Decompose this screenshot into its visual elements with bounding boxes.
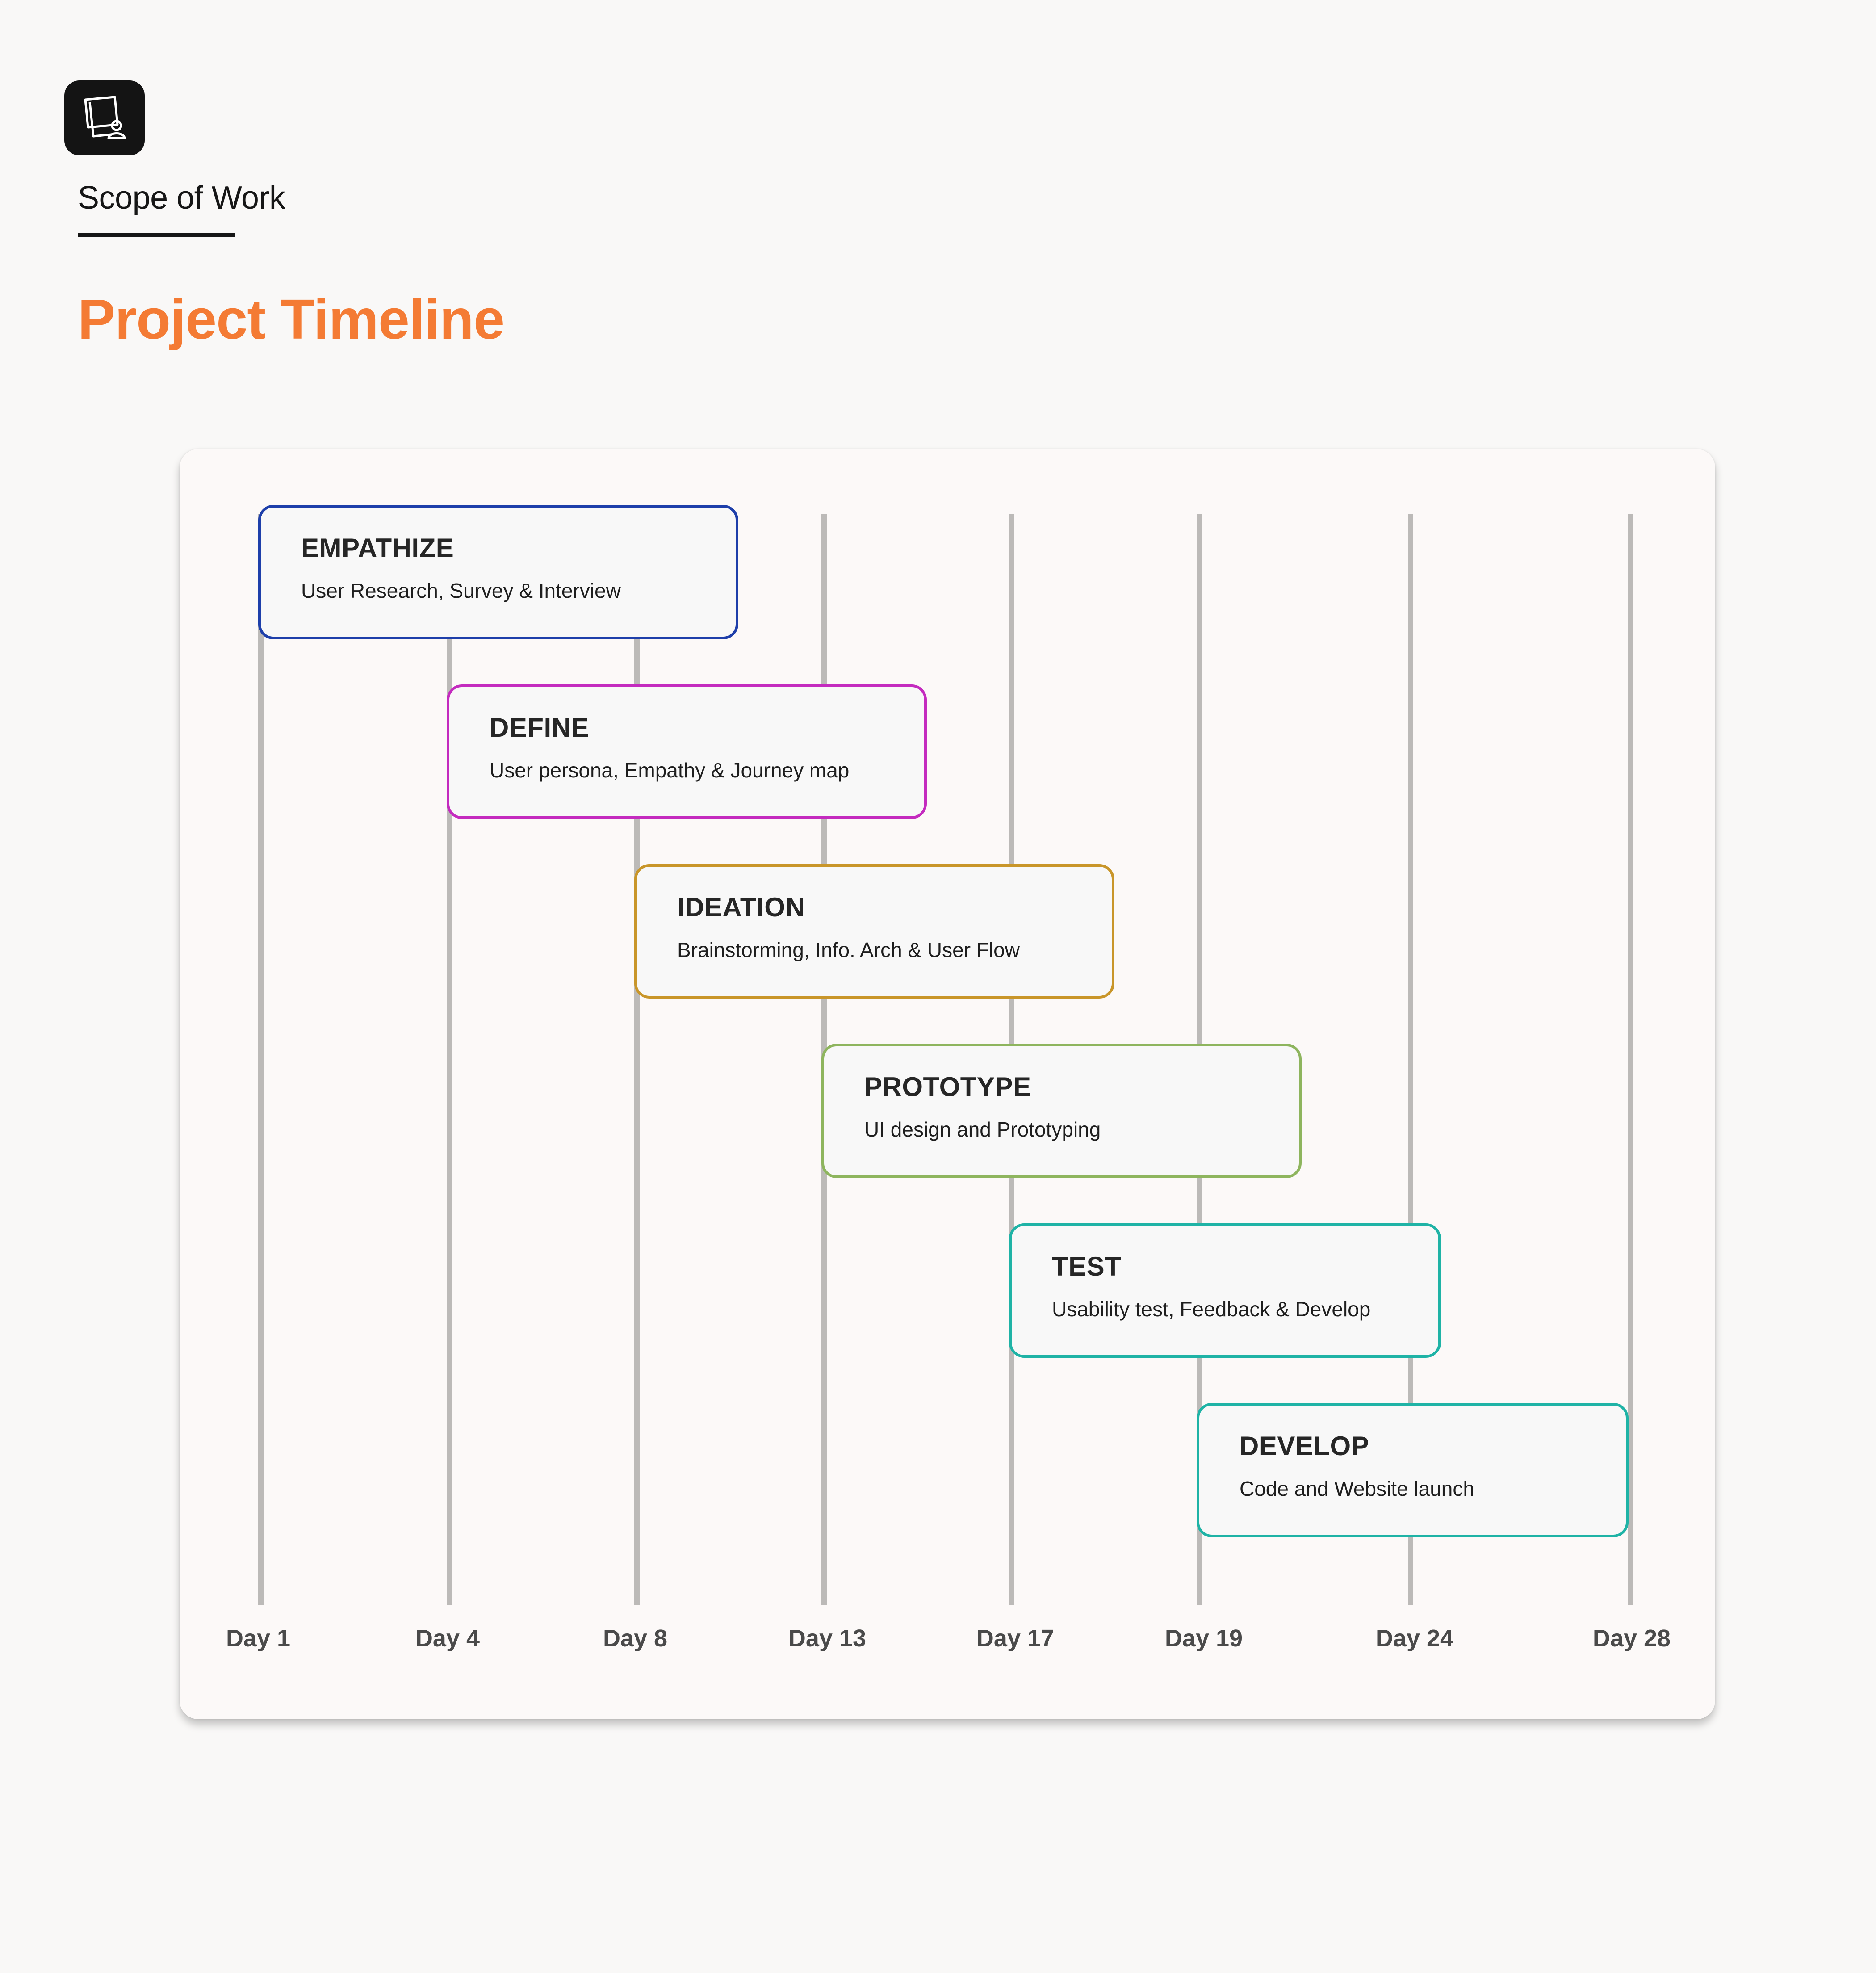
phase-title: IDEATION bbox=[677, 892, 805, 922]
day-label: Day 28 bbox=[1592, 1625, 1671, 1652]
gridline-day-28 bbox=[1628, 514, 1633, 1605]
timeline-card: Day 1 Day 4 Day 8 Day 13 Day 17 Day 19 D… bbox=[180, 449, 1715, 1719]
phase-define: DEFINE User persona, Empathy & Journey m… bbox=[447, 684, 927, 819]
page-title: Project Timeline bbox=[78, 288, 505, 351]
day-label: Day 19 bbox=[1164, 1625, 1243, 1652]
phase-ideation: IDEATION Brainstorming, Info. Arch & Use… bbox=[634, 864, 1114, 999]
gridline-day-1 bbox=[258, 514, 264, 1605]
phase-description: Usability test, Feedback & Develop bbox=[1052, 1297, 1371, 1321]
phase-title: DEFINE bbox=[490, 713, 590, 743]
phase-description: User persona, Empathy & Journey map bbox=[490, 759, 850, 782]
tab-scope-of-work[interactable]: Scope of Work bbox=[78, 180, 285, 216]
phase-description: Code and Website launch bbox=[1240, 1477, 1474, 1500]
gridline-day-4 bbox=[447, 514, 452, 1605]
day-label: Day 17 bbox=[976, 1625, 1055, 1652]
gridline-day-8 bbox=[634, 514, 640, 1605]
phase-title: PROTOTYPE bbox=[864, 1072, 1031, 1102]
phase-test: TEST Usability test, Feedback & Develop bbox=[1009, 1223, 1441, 1358]
day-label: Day 4 bbox=[415, 1625, 480, 1652]
phase-prototype: PROTOTYPE UI design and Prototyping bbox=[821, 1044, 1302, 1178]
phase-title: TEST bbox=[1052, 1251, 1122, 1281]
phase-description: UI design and Prototyping bbox=[864, 1118, 1101, 1141]
phase-description: Brainstorming, Info. Arch & User Flow bbox=[677, 938, 1020, 961]
whiteboard-user-icon bbox=[84, 96, 126, 139]
phase-title: DEVELOP bbox=[1240, 1431, 1369, 1461]
phase-description: User Research, Survey & Interview bbox=[301, 579, 621, 602]
day-label: Day 1 bbox=[226, 1625, 291, 1652]
day-label: Day 8 bbox=[603, 1625, 668, 1652]
phase-title: EMPATHIZE bbox=[301, 533, 454, 563]
active-tab-indicator bbox=[78, 233, 235, 237]
phase-develop: DEVELOP Code and Website launch bbox=[1197, 1403, 1629, 1537]
day-label: Day 13 bbox=[788, 1625, 867, 1652]
day-label: Day 24 bbox=[1375, 1625, 1454, 1652]
phase-empathize: EMPATHIZE User Research, Survey & Interv… bbox=[258, 505, 738, 639]
app-logo bbox=[64, 80, 145, 155]
